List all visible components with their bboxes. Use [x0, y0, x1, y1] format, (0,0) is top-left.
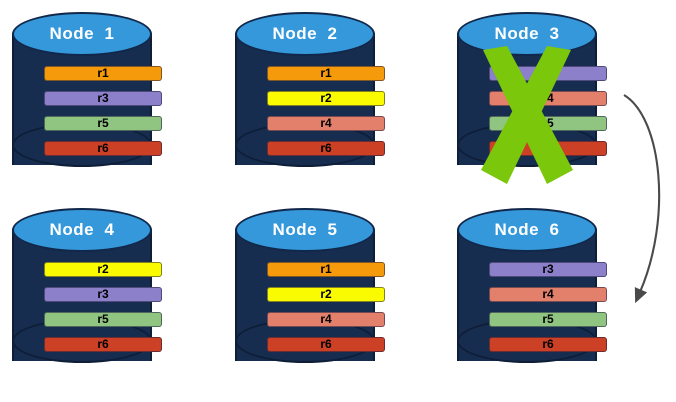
replica-r2[interactable]: r2: [267, 287, 385, 302]
cylinder-top: [12, 12, 152, 56]
replica-r6[interactable]: r6: [267, 337, 385, 352]
node-5[interactable]: Node 5 r1 r2 r4 r6: [235, 208, 385, 380]
replica-r1[interactable]: r1: [44, 66, 162, 81]
replica-r5[interactable]: r5: [489, 116, 607, 131]
node-4-label: Node 4: [49, 220, 115, 239]
node-2[interactable]: Node 2 r1 r2 r4 r6: [235, 12, 385, 184]
replica-r6[interactable]: r6: [44, 141, 162, 156]
replica-r2[interactable]: r2: [267, 91, 385, 106]
replica-r6[interactable]: r6: [267, 141, 385, 156]
replica-r3[interactable]: r3: [489, 262, 607, 277]
replica-r6[interactable]: r6: [489, 141, 607, 156]
replica-list: r3 r4 r5 r6: [457, 208, 607, 380]
node-6[interactable]: Node 6 r3 r4 r5 r6: [457, 208, 607, 380]
node-3[interactable]: Node 3 r3 r4 r5 r6: [457, 12, 607, 184]
node-4[interactable]: Node 4 r2 r3 r5 r6: [12, 208, 162, 380]
replica-r6[interactable]: r6: [489, 337, 607, 352]
replica-r5[interactable]: r5: [44, 116, 162, 131]
replica-list: r1 r2 r4 r6: [235, 12, 385, 184]
replica-r1[interactable]: r1: [267, 66, 385, 81]
replica-list: r1 r2 r4 r6: [235, 208, 385, 380]
cylinder-top: [235, 12, 375, 56]
replica-list: r2 r3 r5 r6: [12, 208, 162, 380]
replica-r3[interactable]: r3: [489, 66, 607, 81]
replica-r6[interactable]: r6: [44, 337, 162, 352]
replica-r3[interactable]: r3: [44, 287, 162, 302]
node-1[interactable]: Node 1 r1 r3 r5 r6: [12, 12, 162, 184]
replica-r3[interactable]: r3: [44, 91, 162, 106]
replica-r5[interactable]: r5: [489, 312, 607, 327]
replica-r1[interactable]: r1: [267, 262, 385, 277]
replica-r4[interactable]: r4: [489, 287, 607, 302]
replica-r4[interactable]: r4: [489, 91, 607, 106]
replica-list: r1 r3 r5 r6: [12, 12, 162, 184]
cylinder-top: [235, 208, 375, 252]
replica-r4[interactable]: r4: [267, 312, 385, 327]
node-5-label: Node 5: [272, 220, 338, 239]
cylinder-top: [457, 208, 597, 252]
node-1-label: Node 1: [49, 24, 115, 43]
node-6-label: Node 6: [494, 220, 560, 239]
cylinder-top: [12, 208, 152, 252]
node-3-label: Node 3: [494, 24, 560, 43]
replica-r4[interactable]: r4: [267, 116, 385, 131]
replica-r5[interactable]: r5: [44, 312, 162, 327]
node-2-label: Node 2: [272, 24, 338, 43]
replica-r2[interactable]: r2: [44, 262, 162, 277]
